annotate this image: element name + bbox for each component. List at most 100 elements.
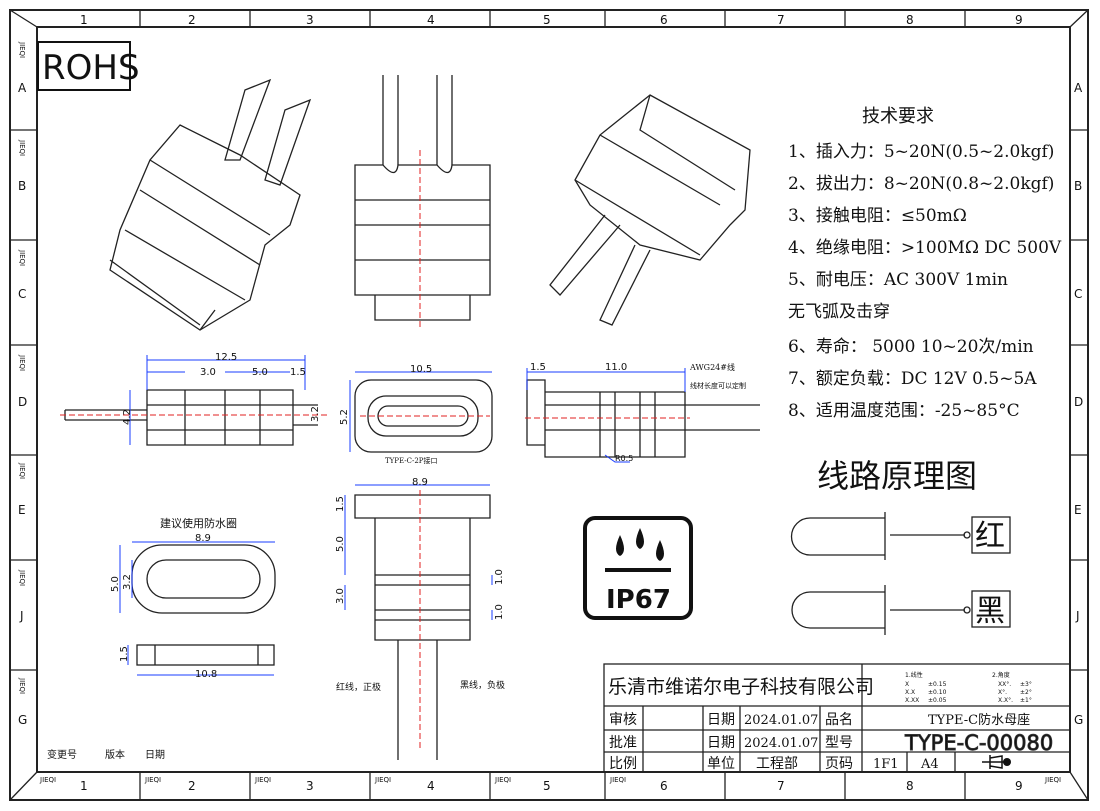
drawing-label: 8 xyxy=(906,13,914,27)
drawing-label: 10.5 xyxy=(410,364,432,375)
drawing-label: 建议使用防水圈 xyxy=(160,516,237,530)
drawing-label: 日期 xyxy=(707,712,735,728)
drawing-label: 3.2 xyxy=(122,574,133,590)
drawing-label: 1、插入力：5~20N(0.5~2.0kgf) xyxy=(788,142,1054,162)
drawing-label: 2 xyxy=(188,13,196,27)
drawing-label: 比例 xyxy=(609,756,637,772)
drawing-label: JIEQI xyxy=(39,776,56,784)
drawing-label: 2、拔出力：8~20N(0.8~2.0kgf) xyxy=(788,174,1054,194)
drawing-label: 变更号 xyxy=(47,748,77,761)
drawing-label: A xyxy=(18,81,27,95)
drawing-label: 12.5 xyxy=(215,352,237,363)
drawing-label: 5.0 xyxy=(335,536,346,552)
drawing-label: E xyxy=(1074,503,1082,517)
circuit-diagram: 线路原理图 红 黑 xyxy=(790,457,1011,635)
drawing-label: 8 xyxy=(906,779,914,793)
drawing-label: 3 xyxy=(306,13,314,27)
drawing-label: 红线，正极 xyxy=(336,681,381,693)
drawing-label: 1.0 xyxy=(494,569,505,585)
drawing-label: 2.角度 xyxy=(992,671,1010,679)
drawing-label: A4 xyxy=(920,757,939,772)
drawing-label: 8.9 xyxy=(195,533,211,544)
top-length-view: 8.9 1.5 5.0 3.0 1.0 1.0 红线，正极 黑线，负极 xyxy=(335,477,505,760)
drawing-label: JIEQI xyxy=(494,776,511,784)
drawing-label: 7 xyxy=(777,13,785,27)
drawing-label: 7 xyxy=(777,779,785,793)
side-view: 12.5 3.0 5.0 1.5 4.2 3.2 xyxy=(60,352,330,446)
drawing-label: G xyxy=(1074,713,1083,727)
projection-symbol-icon xyxy=(982,755,1011,769)
drawing-label: R0.5 xyxy=(615,454,633,463)
drawing-label: 5.0 xyxy=(110,576,121,592)
drawing-label: B xyxy=(18,179,26,193)
drawing-label: B xyxy=(1074,179,1082,193)
isometric-view-right xyxy=(549,94,751,326)
drawing-label: 线路原理图 xyxy=(817,457,977,495)
drawing-label: 日期 xyxy=(707,735,735,751)
drawing-label: 10.8 xyxy=(195,669,217,680)
drawing-label: 日期 xyxy=(145,749,165,761)
drawing-label: 5 xyxy=(543,13,551,27)
drawing-label: 黑 xyxy=(975,594,1005,629)
drawing-label: JIEQI xyxy=(374,776,391,784)
drawing-label: 审核 xyxy=(609,712,637,728)
title-block: 乐清市维诺尔电子科技有限公司 1.线性 2.角度 X ±0.15 XX°. ±3… xyxy=(603,663,1071,773)
drawing-label: 1.5 xyxy=(530,362,546,373)
drawing-label: D xyxy=(18,395,27,409)
drawing-label: TYPE-C-2P接口 xyxy=(385,456,438,465)
drawing-label: ±0.15 xyxy=(928,681,947,688)
drawing-label: JIEQI xyxy=(18,41,26,58)
drawing-label: 1.线性 xyxy=(905,671,923,679)
drawing-label: A xyxy=(1074,81,1083,95)
drawing-label: 型号 xyxy=(825,735,853,751)
drawing-label: 1F1 xyxy=(873,757,899,772)
drawing-label: TYPE-C防水母座 xyxy=(928,712,1030,728)
drawing-label: C xyxy=(18,287,26,301)
drawing-label: IP67 xyxy=(606,585,671,615)
drawing-label: ±3° xyxy=(1020,681,1032,688)
drawing-label: 品名 xyxy=(825,712,853,728)
drawing-label: JIEQI xyxy=(18,677,26,694)
waterproof-ring: 建议使用防水圈 8.9 5.0 3.2 1.5 10.8 xyxy=(110,516,276,680)
isometric-view-left xyxy=(109,78,312,331)
drawing-label: 无飞弧及击穿 xyxy=(788,302,890,322)
drawing-label: ±2° xyxy=(1020,689,1032,696)
drawing-label: E xyxy=(18,503,26,517)
drawing-label: ±0.05 xyxy=(928,697,947,704)
drawing-label: 1.5 xyxy=(335,496,346,512)
drawing-label: 5.0 xyxy=(252,367,268,378)
drawing-label: 1 xyxy=(80,13,88,27)
drawing-label: 4 xyxy=(427,779,435,793)
drawing-label: C xyxy=(1074,287,1082,301)
drawing-label: 2024.01.07 xyxy=(744,736,818,751)
drawing-label: 5 xyxy=(543,779,551,793)
drawing-label: JIEQI xyxy=(18,569,26,586)
drawing-label: 1 xyxy=(80,779,88,793)
drawing-label: 5.2 xyxy=(339,409,350,425)
drawing-label: X.XX xyxy=(905,697,919,704)
drawing-label: JIEQI xyxy=(18,139,26,156)
drawing-label: D xyxy=(1074,395,1083,409)
drawing-label: 4 xyxy=(427,13,435,27)
drawing-label: 2024.01.07 xyxy=(744,713,818,728)
drawing-label: JIEQI xyxy=(144,776,161,784)
drawing-label: JIEQI xyxy=(254,776,271,784)
ip67-badge: IP67 xyxy=(583,516,693,620)
drawing-label: X xyxy=(905,681,909,688)
drawing-label: JIEQI xyxy=(18,249,26,266)
drawing-label: 3.0 xyxy=(200,367,216,378)
drawing-label: 9 xyxy=(1015,779,1023,793)
drawing-label: 4.2 xyxy=(122,409,133,425)
drawing-label: JIEQI xyxy=(1044,776,1061,784)
drawing-label: XX°. xyxy=(998,681,1011,688)
drawing-label: 4、绝缘电阻：>100MΩ DC 500V xyxy=(788,238,1062,258)
drawing-label: AWG24#线 xyxy=(689,362,735,372)
drawing-label: 批准 xyxy=(609,735,637,751)
drawing-label: 11.0 xyxy=(605,362,627,373)
drawing-label: J xyxy=(1075,609,1080,623)
drawing-label: JIEQI xyxy=(18,354,26,371)
drawing-label: 黑线，负极 xyxy=(460,679,505,691)
front-port-view: 10.5 5.2 TYPE-C-2P接口 xyxy=(339,364,493,465)
row-labels: A B C D E J G A B C D E J G JIEQI JIEQI … xyxy=(18,41,1083,727)
